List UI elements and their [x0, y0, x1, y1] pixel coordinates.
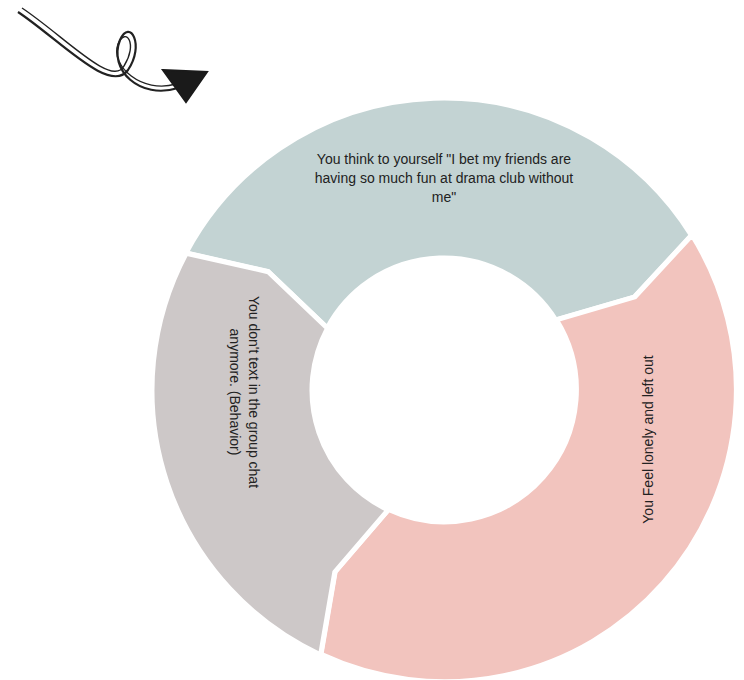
- feeling-segment: You Feel lonely and left out: [290, 231, 740, 680]
- segment-shape: [148, 223, 392, 659]
- segment-text: You Feel lonely and left out: [638, 310, 657, 570]
- segment-shape: [290, 231, 740, 680]
- segment-text: You don't text in the group chat anymore…: [225, 282, 263, 502]
- behavior-segment: You don't text in the group chat anymore…: [148, 223, 392, 659]
- segment-text: You think to yourself "I bet my friends …: [314, 150, 574, 207]
